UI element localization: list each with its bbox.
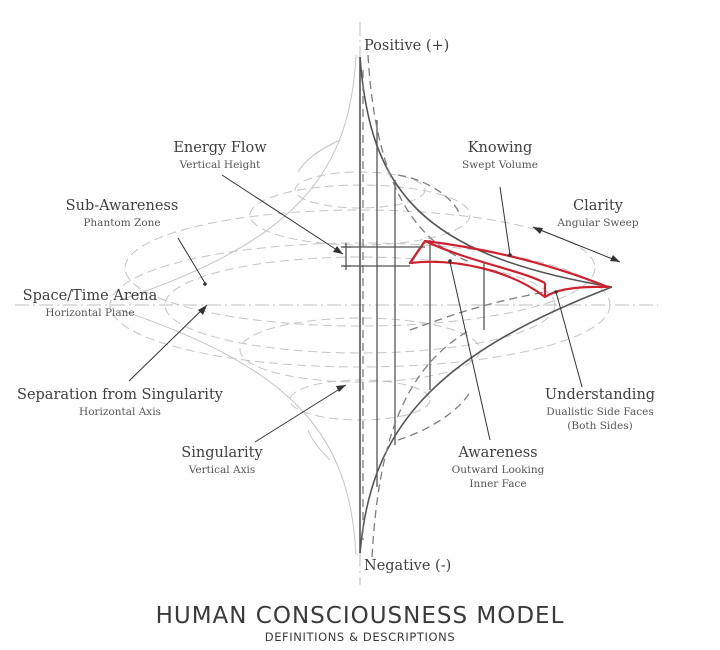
page-title: HUMAN CONSCIOUSNESS MODEL — [156, 603, 565, 629]
understanding-sub2: (Both Sides) — [567, 420, 632, 432]
main-profile — [359, 54, 613, 558]
swept-volume-wedge — [408, 239, 610, 299]
space-time-label: Space/Time Arena — [23, 288, 158, 304]
awareness-sub: Outward Looking — [452, 464, 545, 476]
positive-label: Positive (+) — [364, 38, 449, 54]
energy-flow-label: Energy Flow — [173, 140, 267, 156]
clarity-sub: Angular Sweep — [556, 217, 638, 229]
leader-lines — [128, 174, 621, 443]
energy-flow-bracket — [341, 243, 425, 270]
knowing-sub: Swept Volume — [462, 159, 538, 171]
separation-label: Separation from Singularity — [17, 387, 224, 403]
sub-awareness-sub: Phantom Zone — [83, 217, 160, 229]
negative-label: Negative (-) — [364, 558, 451, 574]
page-subtitle: DEFINITIONS & DESCRIPTIONS — [265, 630, 456, 644]
awareness-sub2: Inner Face — [469, 478, 526, 490]
space-time-sub: Horizontal Plane — [45, 307, 134, 319]
singularity-label: Singularity — [181, 445, 263, 461]
separation-sub: Horizontal Axis — [79, 406, 161, 418]
singularity-sub: Vertical Axis — [188, 464, 256, 476]
knowing-label: Knowing — [468, 140, 533, 156]
awareness-label: Awareness — [457, 445, 537, 461]
clarity-label: Clarity — [573, 198, 624, 214]
energy-flow-sub: Vertical Height — [179, 159, 261, 171]
understanding-sub: Dualistic Side Faces — [546, 406, 653, 418]
understanding-label: Understanding — [545, 387, 655, 403]
sub-awareness-label: Sub-Awareness — [66, 198, 179, 214]
